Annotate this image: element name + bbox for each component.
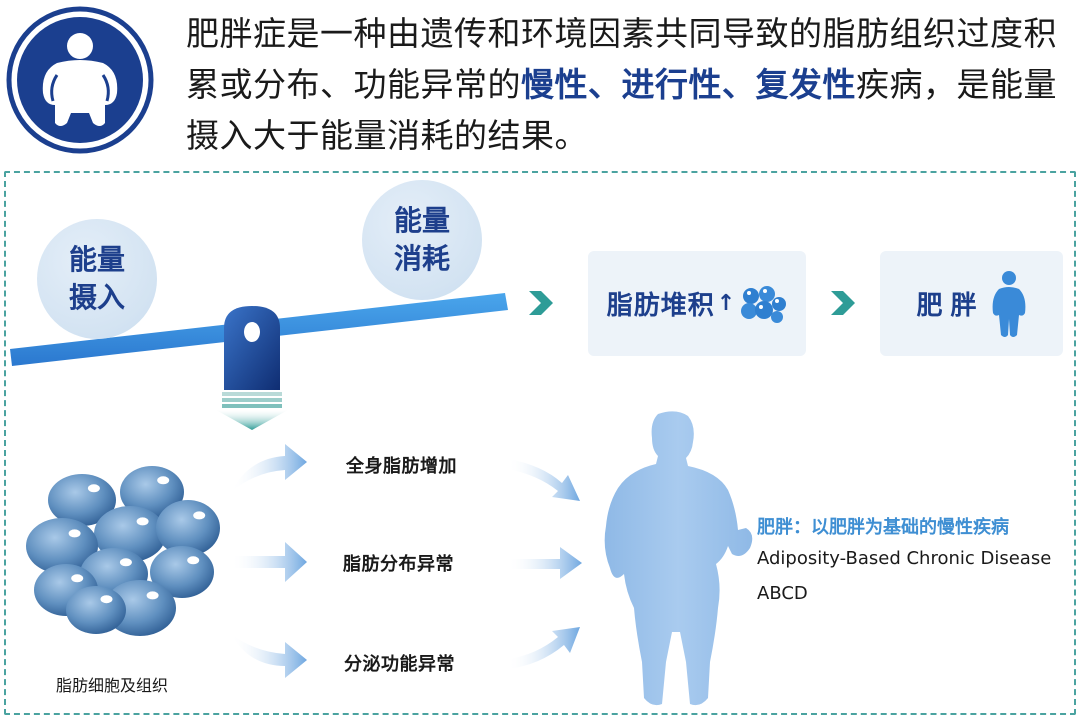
fat-cell-nucleus — [146, 591, 159, 600]
fat-cell-nucleus — [193, 511, 206, 520]
effect-fat-distribution-abnormal: 脂肪分布异常 — [343, 554, 454, 575]
fat-accumulation-label: 脂肪堆积 — [606, 291, 715, 321]
curved-arrow-down-icon — [508, 459, 580, 501]
curved-arrow-down-icon — [231, 634, 307, 678]
definition-abbreviation: ABCD — [757, 583, 808, 604]
definition-english: Adiposity-Based Chronic Disease — [757, 548, 1052, 569]
definition-title: 肥胖：以肥胖为基础的慢性疾病 — [757, 517, 1009, 538]
fat-cell-nucleus — [136, 517, 149, 526]
obesity-definition-text: 肥胖症是一种由遗传和环境因素共同导致的脂肪组织过度积累或分布、功能异常的慢性、进… — [186, 8, 1066, 161]
fat-tissue-caption: 脂肪细胞及组织 — [56, 676, 169, 695]
energy-intake-bubble: 能量 摄入 — [37, 219, 157, 339]
fat-cell-nucleus — [87, 484, 100, 493]
fat-cell-nucleus — [100, 595, 113, 604]
straight-arrow-icon — [508, 547, 582, 579]
fat-cells-icon — [741, 285, 787, 323]
effect-total-fat-increase: 全身脂肪增加 — [346, 456, 457, 477]
energy-expenditure-label: 能量 消耗 — [393, 204, 450, 275]
fat-cell-nucleus — [187, 556, 200, 565]
fat-cell-nucleus — [157, 476, 170, 485]
fat-cell-cluster — [26, 466, 220, 636]
straight-arrow-icon — [231, 542, 307, 582]
diagram-frame — [4, 171, 1076, 715]
fat-cell-nucleus — [119, 558, 132, 567]
effect-arrows-left — [231, 444, 307, 678]
obesity-box: 肥胖 — [880, 251, 1063, 356]
fat-cell-nucleus — [71, 574, 84, 583]
obese-person-icon — [6, 6, 154, 154]
obesity-label: 肥胖 — [916, 291, 985, 321]
definition-text-part2: 疾病，是能量摄入大于能量消耗的结果。 — [186, 65, 1057, 155]
chevron-right-icon — [831, 291, 855, 315]
fat-accumulation-box: 脂肪堆积 ↑ — [588, 251, 806, 356]
effect-arrows-right — [508, 459, 582, 669]
fat-cell — [66, 586, 126, 634]
fat-cell-nucleus — [68, 529, 81, 538]
energy-expenditure-bubble: 能量 消耗 — [362, 180, 482, 300]
energy-intake-label: 能量 摄入 — [68, 243, 125, 314]
effect-secretion-abnormal: 分泌功能异常 — [344, 654, 455, 675]
definition-highlight: 慢性、进行性、复发性 — [521, 65, 856, 104]
curved-arrow-up-icon — [231, 444, 307, 492]
curved-arrow-up-icon — [508, 627, 580, 669]
obese-body-silhouette — [604, 411, 753, 706]
chevron-right-icon — [529, 291, 553, 315]
obese-person-icon — [992, 270, 1025, 337]
arrow-up-icon: ↑ — [716, 291, 736, 316]
definition-text-part1: 肥胖症是一种由遗传和环境因素共同导致的脂肪组织过度积累或分布、功能异常的 — [186, 14, 1057, 104]
